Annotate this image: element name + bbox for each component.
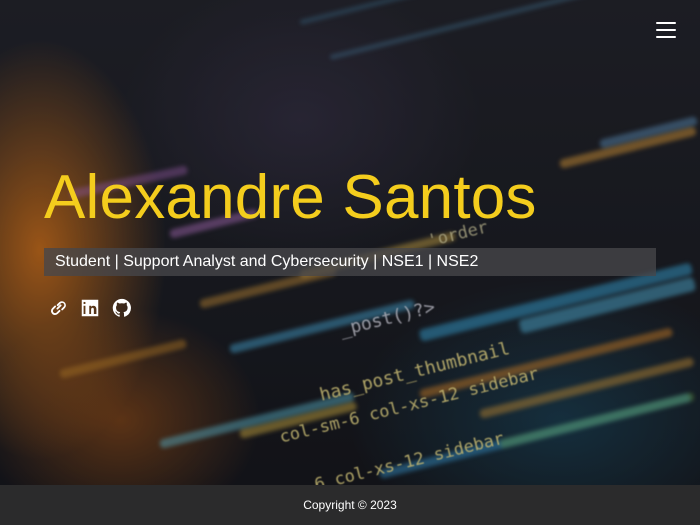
link-icon bbox=[50, 300, 66, 315]
hero-subtitle-bar: Student | Support Analyst and Cybersecur… bbox=[44, 248, 656, 276]
github-icon bbox=[112, 298, 131, 317]
footer: Copyright © 2023 bbox=[0, 485, 700, 525]
social-links bbox=[46, 296, 133, 319]
hamburger-menu-icon[interactable] bbox=[654, 20, 678, 40]
hero-section: 'order _post()?> has_post_thumbnail col-… bbox=[0, 0, 700, 485]
linkedin-icon bbox=[81, 299, 98, 316]
hero-overlay bbox=[0, 0, 700, 485]
copyright-text: Copyright © 2023 bbox=[303, 498, 397, 512]
hero-title: Alexandre Santos bbox=[44, 163, 537, 232]
website-link[interactable] bbox=[46, 296, 69, 319]
linkedin-link[interactable] bbox=[78, 296, 101, 319]
hero-subtitle: Student | Support Analyst and Cybersecur… bbox=[55, 253, 479, 270]
github-link[interactable] bbox=[110, 296, 133, 319]
